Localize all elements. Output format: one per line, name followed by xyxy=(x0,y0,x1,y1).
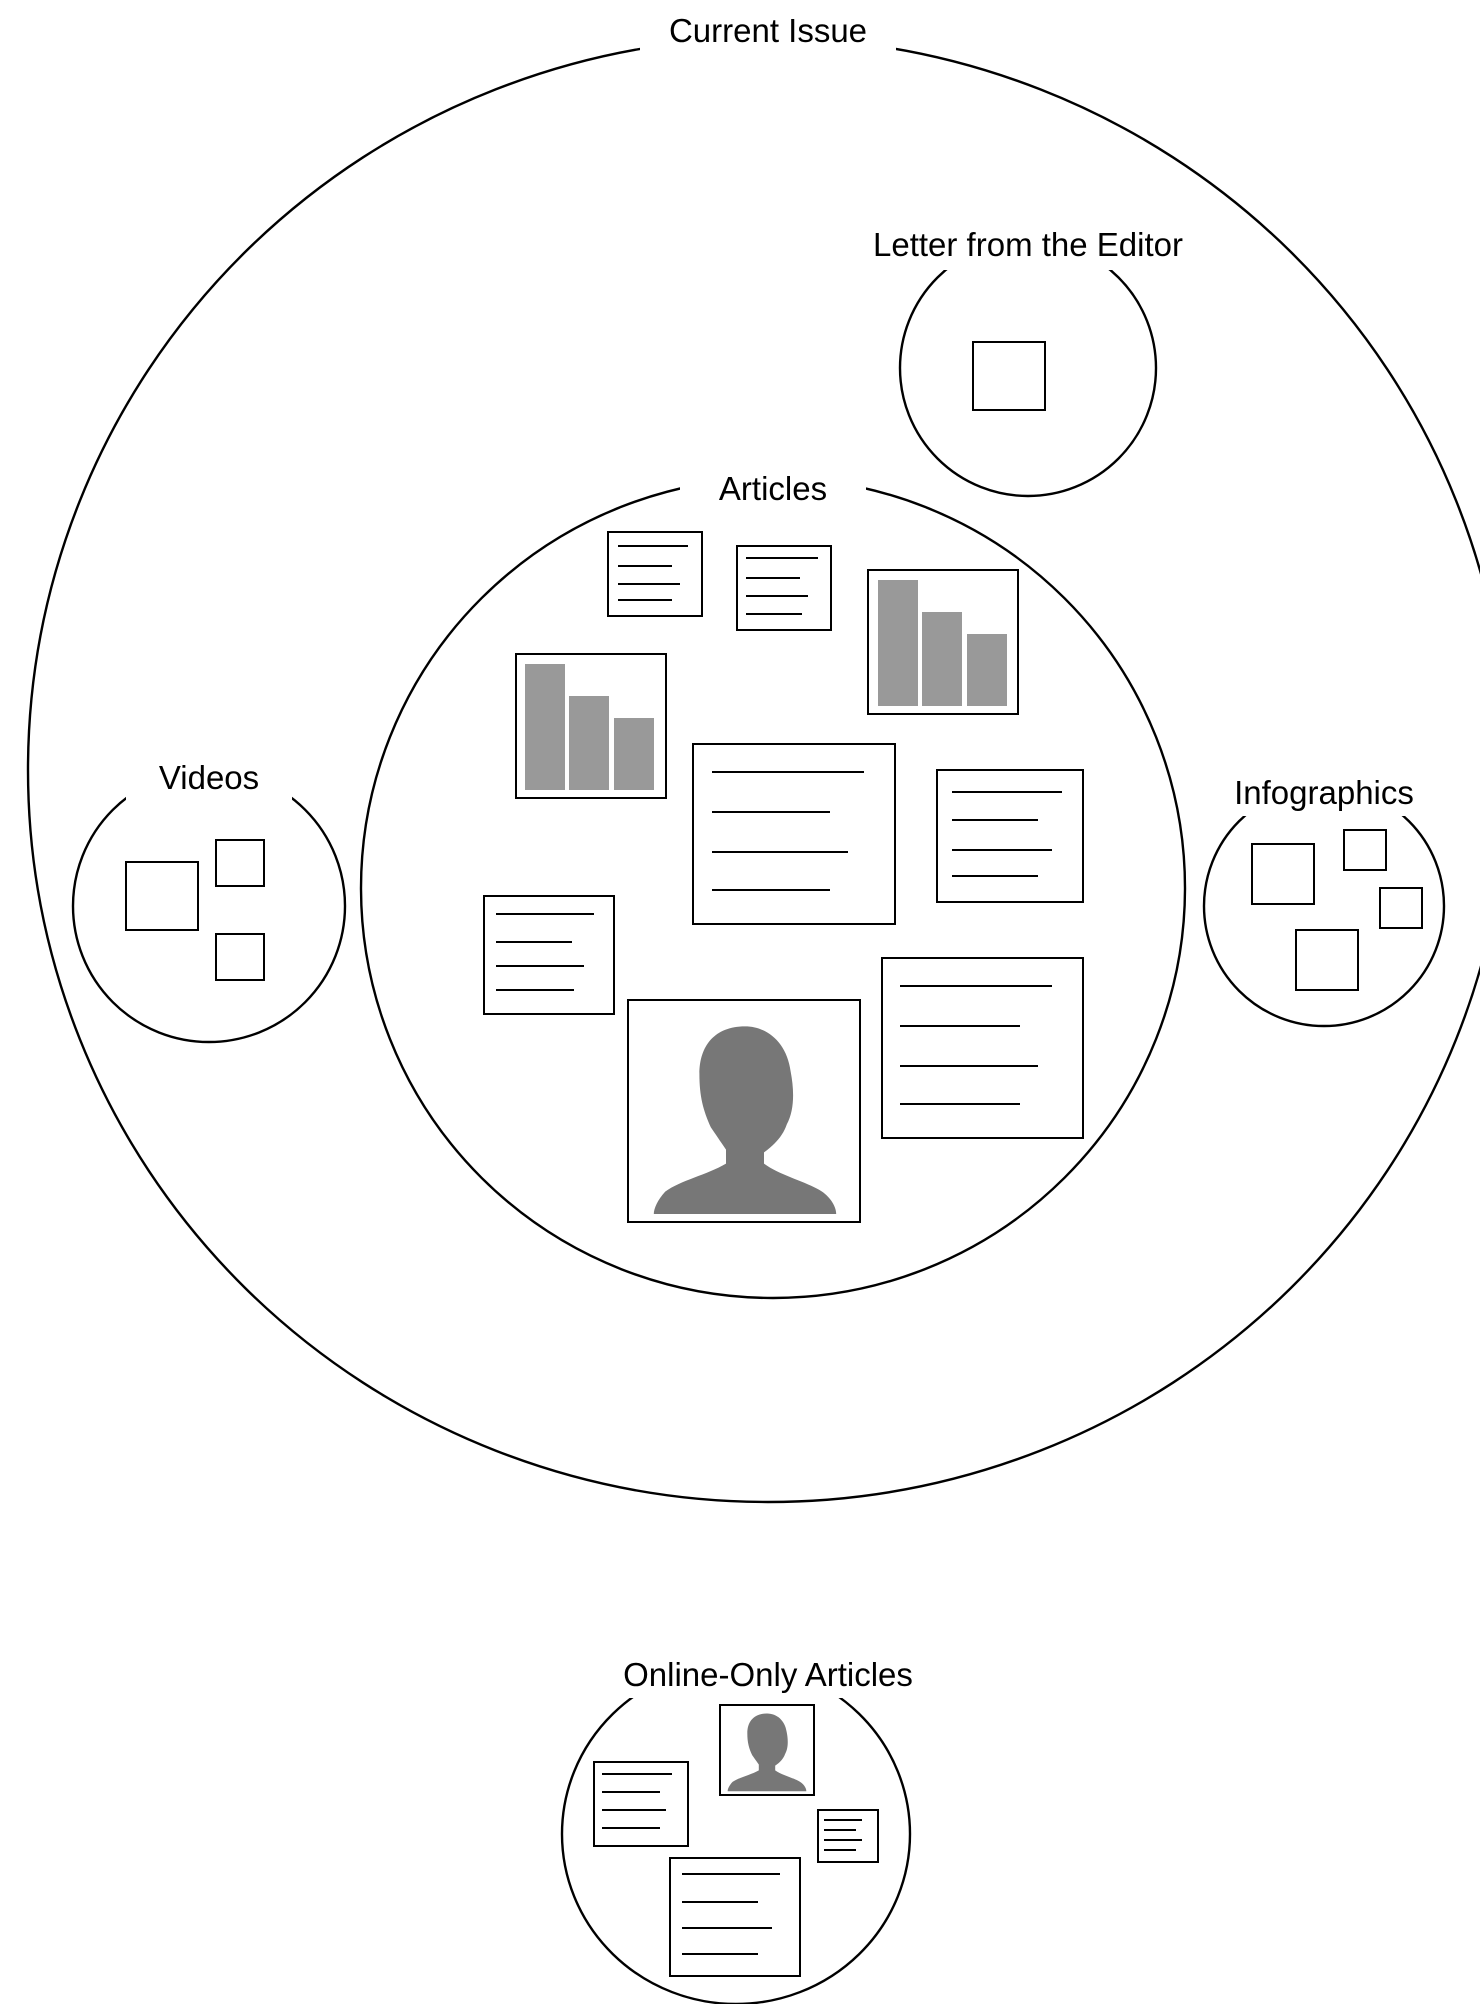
articles-label: Articles xyxy=(719,470,827,507)
current-issue-group: Current Issue xyxy=(27,6,1480,1503)
letter-from-editor-label-bg xyxy=(850,220,1206,270)
videos-group: Videos xyxy=(71,752,347,1044)
text-document-icon xyxy=(607,531,703,617)
person-portrait-icon xyxy=(719,1704,815,1796)
bar-chart-icon xyxy=(867,569,1019,715)
articles-group: Articles xyxy=(359,456,1187,1300)
online-only-articles-label: Online-Only Articles xyxy=(623,1656,913,1693)
infographics-group: Infographics xyxy=(1202,766,1446,1028)
person-portrait-icon xyxy=(627,999,861,1223)
text-document-icon xyxy=(692,743,896,925)
videos-circle xyxy=(71,768,347,1044)
media-box-icon xyxy=(215,839,265,887)
videos-label-bg xyxy=(126,752,292,802)
letter-from-editor-label: Letter from the Editor xyxy=(873,226,1183,263)
bar-chart-icon xyxy=(515,653,667,799)
online-only-articles-label-bg xyxy=(590,1650,936,1698)
current-issue-label-bg xyxy=(640,6,896,58)
infographics-label: Infographics xyxy=(1234,774,1414,811)
media-box-icon xyxy=(1251,843,1315,905)
current-issue-label: Current Issue xyxy=(669,12,867,49)
text-document-icon xyxy=(817,1809,879,1863)
videos-label: Videos xyxy=(159,759,259,796)
media-box-icon xyxy=(1379,887,1423,929)
media-box-icon xyxy=(1295,929,1359,991)
text-document-icon xyxy=(881,957,1084,1139)
text-document-icon xyxy=(483,895,615,1015)
text-document-icon xyxy=(669,1857,801,1977)
media-box-icon xyxy=(1343,829,1387,871)
articles-label-bg xyxy=(680,456,866,506)
text-document-icon xyxy=(736,545,832,631)
media-box-icon xyxy=(125,861,199,931)
media-box-icon xyxy=(215,933,265,981)
text-document-icon xyxy=(936,769,1084,903)
infographics-label-bg xyxy=(1216,766,1434,816)
letter-from-editor-group: Letter from the Editor xyxy=(850,220,1206,498)
online-only-articles-group: Online-Only Articles xyxy=(560,1650,936,2004)
letter-box-icon xyxy=(972,341,1046,411)
text-document-icon xyxy=(593,1761,689,1847)
